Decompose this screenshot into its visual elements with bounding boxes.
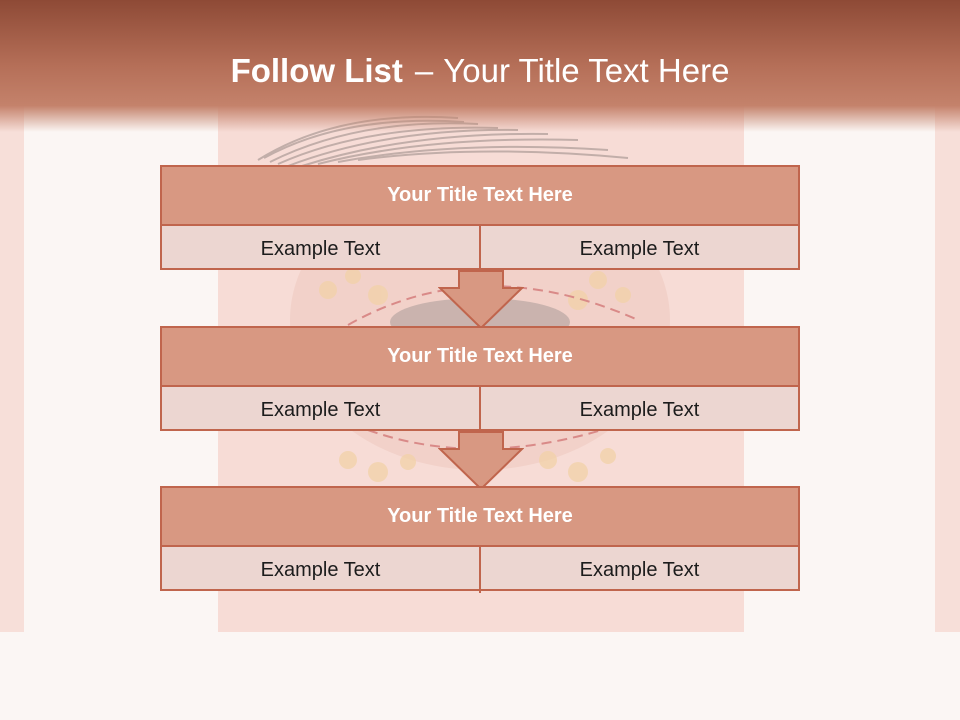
- list-card: Your Title Text Here Example Text Exampl…: [160, 165, 800, 272]
- card-title: Your Title Text Here: [162, 488, 798, 547]
- card-cell-left: Example Text: [260, 558, 381, 581]
- card-title: Your Title Text Here: [162, 167, 798, 226]
- card-cell-left: Example Text: [260, 237, 381, 260]
- slide-title: Follow List–Your Title Text Here: [0, 52, 960, 90]
- side-strip-left: [0, 100, 24, 632]
- list-card: Your Title Text Here Example Text Exampl…: [160, 326, 800, 433]
- card-title: Your Title Text Here: [162, 328, 798, 387]
- card-cell-right: Example Text: [479, 547, 798, 593]
- down-arrow-icon: [438, 431, 524, 491]
- side-strip-right: [935, 100, 960, 632]
- card-cell-left: Example Text: [260, 398, 381, 421]
- slide-title-bold: Follow List: [230, 52, 403, 89]
- slide-title-rest: Your Title Text Here: [443, 52, 730, 89]
- down-arrow-icon: [438, 270, 524, 330]
- header-band: [0, 0, 960, 132]
- list-card: Your Title Text Here Example Text Exampl…: [160, 486, 800, 593]
- slide-title-dash: –: [414, 52, 434, 89]
- card-cell-right: Example Text: [479, 387, 798, 433]
- card-cell-right: Example Text: [479, 226, 798, 272]
